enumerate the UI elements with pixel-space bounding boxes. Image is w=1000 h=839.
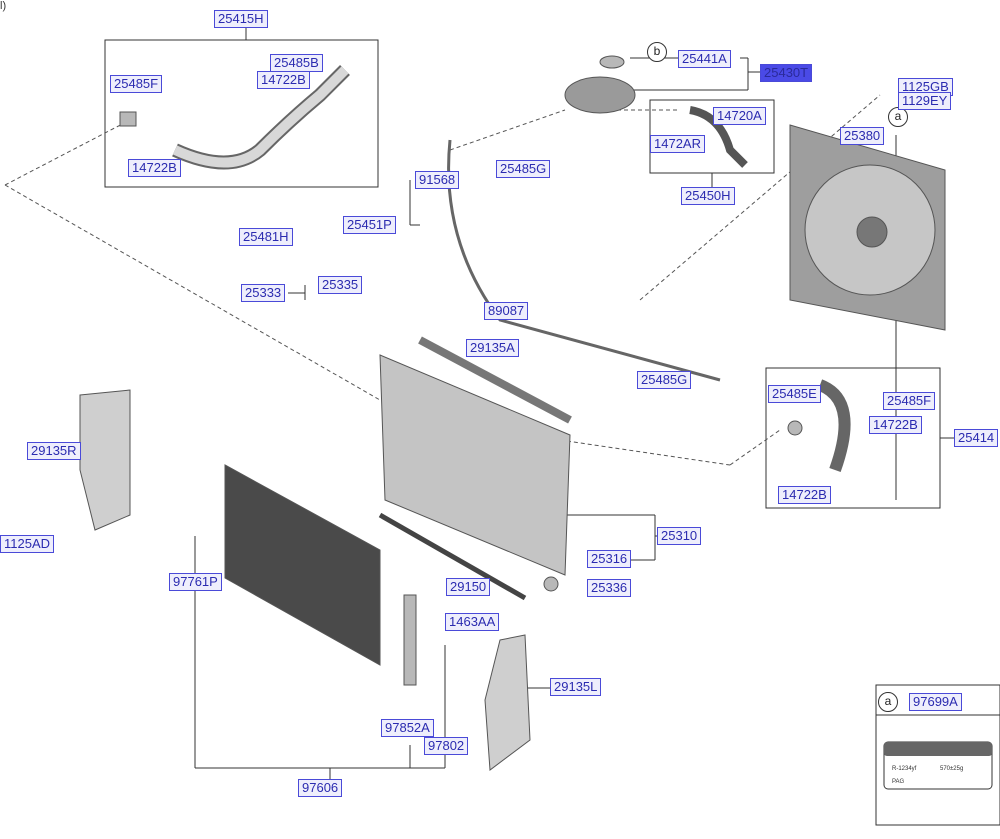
sticker-oil: PAG (892, 779, 905, 785)
corner-text: l) (0, 0, 7, 12)
part-label-25316[interactable]: 25316 (587, 550, 632, 568)
part-label-25485F[interactable]: 25485F (110, 75, 163, 93)
part-label-25450H[interactable]: 25450H (681, 187, 735, 205)
refrigerant-sticker: R-1234yf 570±25g PAG (883, 741, 993, 790)
part-label-29135A[interactable]: 29135A (466, 339, 519, 357)
part-label-25414[interactable]: 25414 (954, 429, 999, 447)
part-label-25485F[interactable]: 25485F (883, 392, 936, 410)
part-label-25336[interactable]: 25336 (587, 579, 632, 597)
part-label-25485G[interactable]: 25485G (637, 371, 692, 389)
part-label-97802[interactable]: 97802 (424, 737, 469, 755)
part-label-25415H[interactable]: 25415H (214, 10, 268, 28)
group-box-25415H (104, 39, 379, 188)
part-label-25485G[interactable]: 25485G (496, 160, 551, 178)
part-label-14722B[interactable]: 14722B (869, 416, 922, 434)
part-label-29135R[interactable]: 29135R (27, 442, 81, 460)
part-label-25481H[interactable]: 25481H (239, 228, 293, 246)
callout-a: a (888, 107, 908, 127)
part-label-25333[interactable]: 25333 (241, 284, 286, 302)
part-label-14722B[interactable]: 14722B (128, 159, 181, 177)
part-label-1125GB[interactable]: 1125GB (898, 78, 953, 96)
part-label-89087[interactable]: 89087 (484, 302, 529, 320)
part-label-1125AD[interactable]: 1125AD (0, 535, 55, 553)
part-label-97699A[interactable]: 97699A (909, 693, 962, 711)
sticker-box (875, 684, 1000, 826)
callout-b: b (647, 42, 667, 62)
part-label-14722B[interactable]: 14722B (257, 71, 310, 89)
sticker-refrigerant: R-1234yf (892, 766, 917, 772)
part-label-91568[interactable]: 91568 (415, 171, 460, 189)
part-label-1463AA[interactable]: 1463AA (445, 613, 500, 631)
part-label-97852A[interactable]: 97852A (381, 719, 434, 737)
part-label-97761P[interactable]: 97761P (169, 573, 222, 591)
part-label-25430T[interactable]: 25430T (760, 64, 813, 82)
part-label-1472AR[interactable]: 1472AR (650, 135, 705, 153)
part-label-29150[interactable]: 29150 (446, 578, 491, 596)
part-label-25380[interactable]: 25380 (840, 127, 885, 145)
part-label-29135L[interactable]: 29135L (550, 678, 602, 696)
part-label-25335[interactable]: 25335 (318, 276, 363, 294)
part-label-25441A[interactable]: 25441A (678, 50, 731, 68)
callout-a-sticker: a (878, 692, 898, 712)
part-label-14722B[interactable]: 14722B (778, 486, 831, 504)
part-label-25310[interactable]: 25310 (657, 527, 702, 545)
part-label-25485B[interactable]: 25485B (270, 54, 323, 72)
part-label-14720A[interactable]: 14720A (713, 107, 766, 125)
part-label-25451P[interactable]: 25451P (343, 216, 396, 234)
part-label-1129EY[interactable]: 1129EY (898, 92, 952, 110)
part-label-97606[interactable]: 97606 (298, 779, 343, 797)
part-label-25485E[interactable]: 25485E (768, 385, 821, 403)
sticker-amount: 570±25g (940, 766, 963, 772)
parts (79, 55, 946, 771)
